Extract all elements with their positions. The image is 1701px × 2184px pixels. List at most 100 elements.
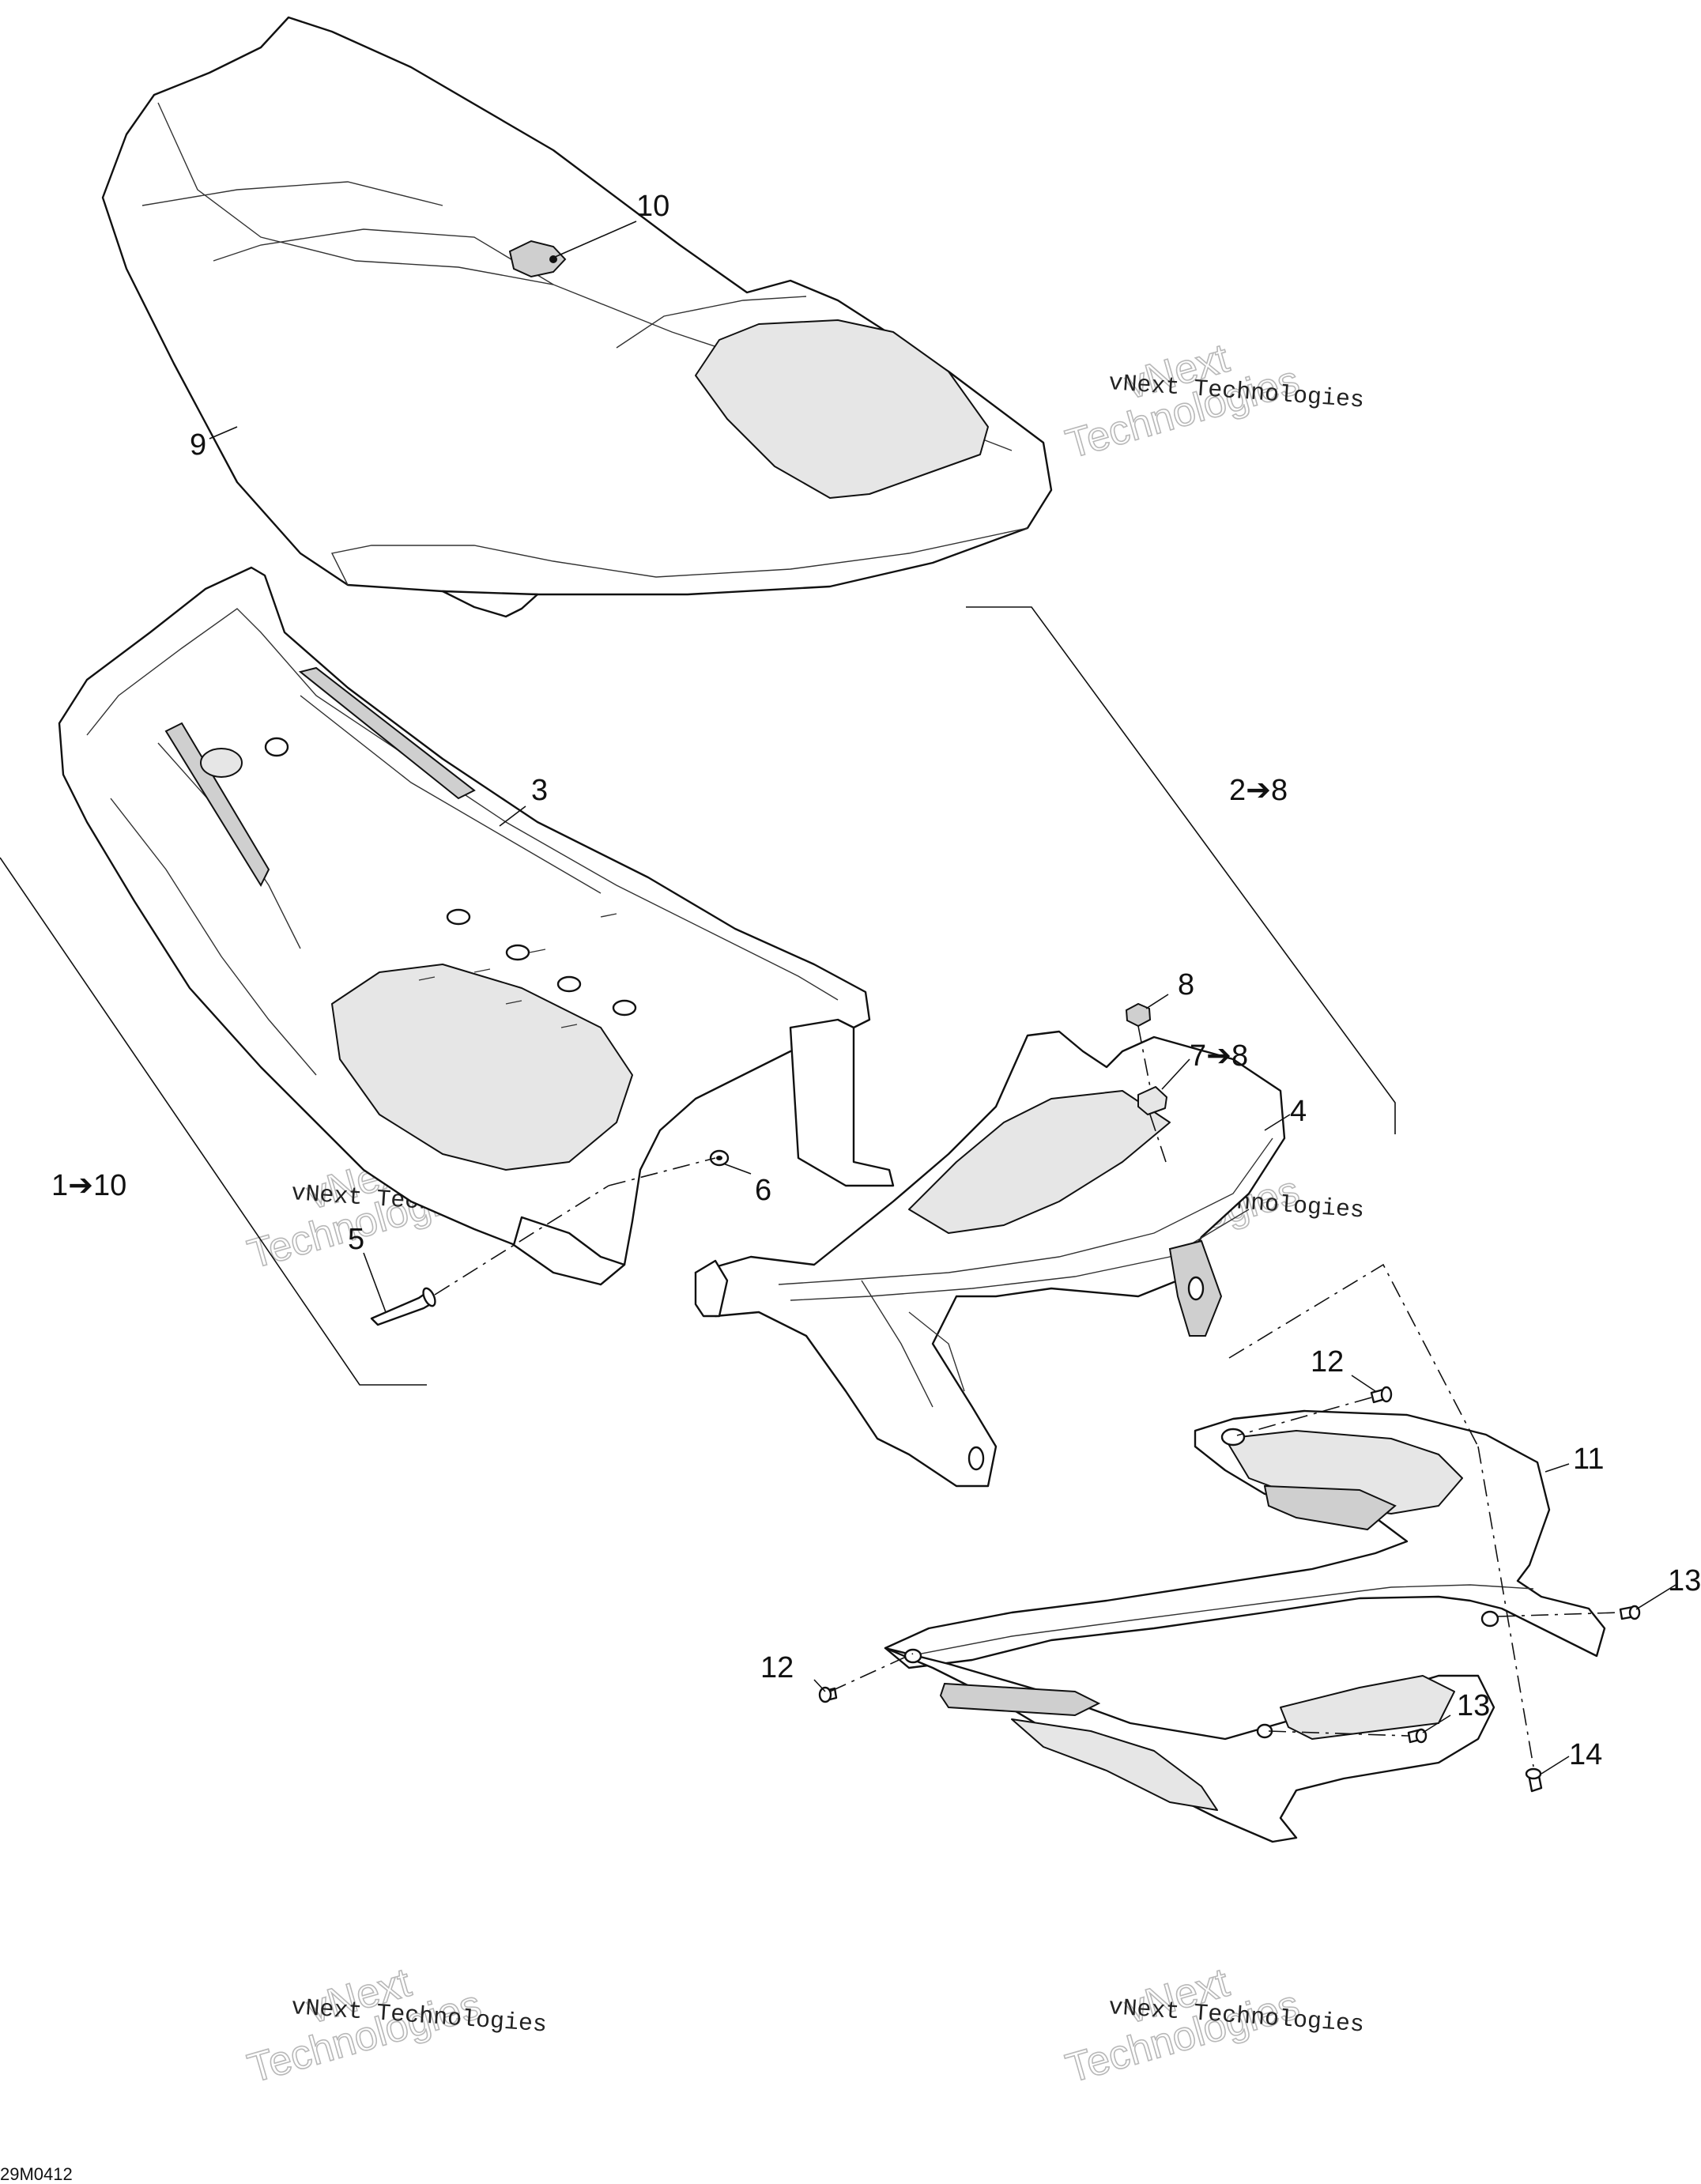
seat-outline [101, 16, 1053, 596]
callout-1-10: 1➔10 [51, 1169, 126, 1202]
nut-clip-alignment-line [1137, 1025, 1151, 1088]
tail-cover-part-11 [884, 1409, 1606, 1843]
seat-front-tab [441, 590, 539, 618]
leader-5 [363, 1252, 387, 1313]
callout-6: 6 [755, 1174, 771, 1207]
clip-body [1137, 1086, 1167, 1115]
leader-13-right [1635, 1584, 1676, 1610]
seat-frame-front-foot [512, 1216, 626, 1286]
cover-alignment-lines [829, 1263, 1620, 1767]
seat-frame-tunnel [331, 964, 633, 1171]
seat-logo-badge [508, 240, 567, 278]
dashline-screw-12-lower [829, 1653, 914, 1692]
rivet-alignment-line [434, 1185, 609, 1296]
dashline-screw-14 [1477, 1446, 1534, 1767]
tail-cover-left-mount [903, 1648, 922, 1664]
slot [418, 976, 436, 981]
slot [560, 1024, 578, 1028]
leader-lines [209, 221, 1676, 1775]
callout-7-8: 7➔8 [1190, 1039, 1248, 1073]
callout-12-upper: 12 [1311, 1345, 1344, 1379]
nut-part-8 [1125, 1002, 1152, 1028]
slot [600, 913, 617, 918]
tail-cover-lower-panel [884, 1646, 1495, 1843]
grommet [505, 944, 530, 961]
screw-part-13-lower [1407, 1728, 1428, 1744]
leader-14 [1541, 1756, 1570, 1775]
callout-5: 5 [348, 1223, 364, 1256]
rear-frame-grab-rail-top [778, 1137, 1273, 1285]
slot [505, 1000, 522, 1005]
seat-rear-step [616, 296, 807, 349]
callout-labels: 10 9 3 2➔8 8 7➔8 4 6 1➔10 5 12 11 13 12 … [51, 190, 1701, 1771]
rivet-part-5 [370, 1287, 436, 1326]
rear-frame-leg-hole [967, 1446, 985, 1471]
callout-2-8: 2➔8 [1229, 774, 1288, 807]
assembly-brackets [0, 606, 1396, 1386]
watermark-top-right: vNext Technologies vNext Technologies [1061, 334, 1365, 468]
seat-frame-grommets [200, 737, 637, 1017]
clip-frame-alignment-line [1149, 1114, 1167, 1163]
seat-frame-inner-rim [86, 608, 839, 1001]
washer-part-6 [709, 1149, 730, 1167]
bracket-assembly-1-10 [0, 857, 427, 1386]
callout-13-right: 13 [1668, 1564, 1701, 1597]
screw-part-12-lower [818, 1686, 838, 1703]
dashline-screw-13-right [1497, 1612, 1620, 1617]
leader-13-lower [1422, 1714, 1451, 1733]
clip-part-7 [1137, 1086, 1167, 1115]
leader-10 [553, 221, 637, 258]
callout-14: 14 [1569, 1738, 1602, 1771]
callout-13-lower: 13 [1457, 1689, 1490, 1722]
seat-frame-part-3 [58, 566, 895, 1286]
washer-hole [716, 1156, 722, 1160]
seat-frame-rear-bracket [789, 1018, 895, 1187]
seat-part-9 [101, 16, 1053, 618]
tail-cover-rim-line [908, 1584, 1534, 1657]
leader-12-upper [1351, 1375, 1376, 1392]
grommet [612, 999, 637, 1017]
seat-side-line [330, 527, 1028, 586]
rear-frame-post-hole [1187, 1276, 1205, 1301]
leader-9 [209, 426, 238, 439]
screw-head [1380, 1386, 1393, 1403]
seat-frame-left-rail [164, 722, 270, 888]
leader-8 [1145, 994, 1169, 1009]
grommet [264, 737, 289, 757]
rear-frame-part-4 [694, 1030, 1286, 1488]
leader-11 [1544, 1463, 1570, 1473]
seat-mid-crease [141, 181, 443, 206]
seat-frame-slots [418, 913, 617, 1028]
callout-4: 4 [1290, 1095, 1307, 1128]
tail-cover-mount-hole [1220, 1428, 1246, 1447]
slot [529, 949, 546, 953]
screw-part-13-right [1619, 1605, 1641, 1620]
screw-part-12-upper [1370, 1386, 1393, 1404]
callout-11: 11 [1573, 1443, 1604, 1476]
leader-4 [1264, 1114, 1291, 1131]
slot [473, 968, 491, 973]
screw-part-14 [1525, 1767, 1543, 1793]
grommet [556, 975, 582, 993]
screw-head [1525, 1767, 1542, 1780]
seat-rear-pad [695, 319, 989, 499]
rivet-washer-alignment-line [608, 1157, 716, 1186]
nut-body [1125, 1002, 1152, 1028]
dashline-screw-12-upper [1236, 1397, 1372, 1436]
leader-3 [499, 805, 526, 827]
seat-frame-pocket [200, 748, 243, 778]
callout-8: 8 [1178, 968, 1194, 1001]
tail-cover-slot-left [939, 1682, 1101, 1717]
tail-cover-side-mount [1480, 1610, 1499, 1628]
callout-12-lower: 12 [760, 1651, 794, 1684]
document-id: 29M0412 [0, 2164, 73, 2184]
dashline-cover-to-frame [1228, 1263, 1479, 1447]
callout-10: 10 [636, 190, 669, 223]
seat-front-crease [213, 228, 554, 285]
watermark-bottom-right: vNext Technologies vNext Technologies [1061, 1959, 1365, 2092]
seat-frame-rib-3 [300, 695, 602, 894]
seat-frame-outline [58, 566, 871, 1286]
screw-head [818, 1686, 832, 1703]
dashline-screw-13-lower [1268, 1730, 1409, 1737]
